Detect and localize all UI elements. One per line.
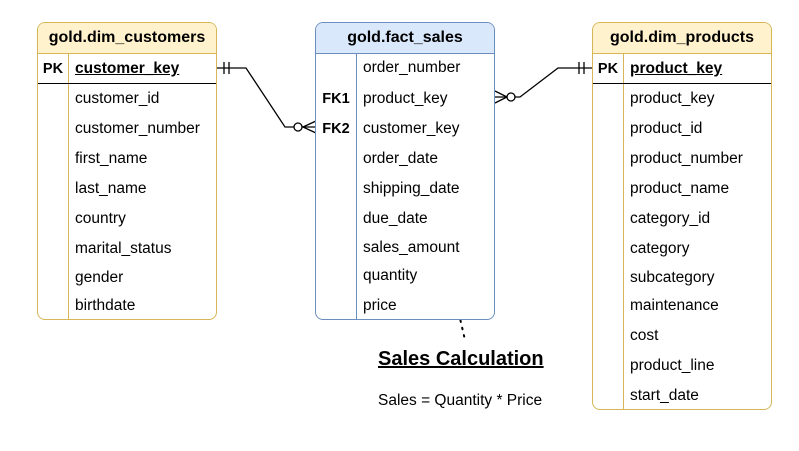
field-name: customer_number	[75, 120, 200, 137]
table-row[interactable]: FK1 product_key	[316, 88, 494, 110]
table-row-pk[interactable]: PK product_key	[593, 58, 771, 80]
field-name: product_key	[630, 60, 723, 77]
table-row[interactable]: order_date	[316, 148, 494, 170]
table-title: gold.fact_sales	[316, 23, 494, 54]
table-row[interactable]: maintenance	[593, 295, 771, 317]
table-dim-customers[interactable]: gold.dim_customers PK customer_key custo…	[37, 22, 217, 320]
table-row[interactable]: shipping_date	[316, 178, 494, 200]
field-name: cost	[630, 327, 659, 344]
field-name: first_name	[75, 150, 148, 167]
field-name: product_number	[630, 150, 743, 167]
field-name: product_id	[630, 120, 703, 137]
table-row[interactable]: country	[38, 208, 216, 230]
field-name: last_name	[75, 180, 147, 197]
field-name: order_number	[363, 59, 461, 76]
table-row[interactable]: price	[316, 295, 494, 317]
table-row[interactable]: category_id	[593, 208, 771, 230]
field-name: product_key	[630, 90, 715, 107]
table-row[interactable]: order_number	[316, 57, 494, 79]
note-title: Sales Calculation	[378, 348, 544, 370]
table-title: gold.dim_customers	[38, 23, 216, 54]
field-name: category	[630, 240, 690, 257]
field-name: category_id	[630, 210, 711, 227]
table-row[interactable]: subcategory	[593, 267, 771, 289]
field-name: gender	[75, 269, 124, 286]
pk-marker: PK	[597, 61, 619, 77]
field-name: maintenance	[630, 297, 719, 314]
table-row[interactable]: customer_id	[38, 88, 216, 110]
relationship-fact-products	[494, 62, 592, 104]
field-name: marital_status	[75, 240, 172, 257]
field-name: start_date	[630, 387, 699, 404]
table-row[interactable]: quantity	[316, 265, 494, 287]
field-name: country	[75, 210, 126, 227]
field-name: product_key	[363, 90, 448, 107]
fk-marker: FK2	[322, 121, 350, 137]
fk-marker: FK1	[322, 91, 350, 107]
pk-separator	[38, 83, 216, 84]
table-row[interactable]: category	[593, 238, 771, 260]
table-row[interactable]: product_number	[593, 148, 771, 170]
table-row[interactable]: last_name	[38, 178, 216, 200]
table-row[interactable]: due_date	[316, 208, 494, 230]
field-name: sales_amount	[363, 239, 460, 256]
field-name: customer_key	[75, 60, 180, 77]
table-row-pk[interactable]: PK customer_key	[38, 58, 216, 80]
field-name: customer_key	[363, 120, 460, 137]
pk-marker: PK	[42, 61, 64, 77]
table-row[interactable]: product_id	[593, 118, 771, 140]
key-column-divider	[38, 54, 69, 319]
table-row[interactable]: marital_status	[38, 238, 216, 260]
table-row[interactable]: FK2 customer_key	[316, 118, 494, 140]
table-row[interactable]: cost	[593, 325, 771, 347]
relationship-customers-fact	[216, 62, 317, 134]
pk-separator	[593, 83, 771, 84]
table-row[interactable]: sales_amount	[316, 237, 494, 259]
table-row[interactable]: product_line	[593, 355, 771, 377]
field-name: due_date	[363, 210, 428, 227]
field-name: price	[363, 297, 397, 314]
table-row[interactable]: start_date	[593, 385, 771, 407]
field-name: customer_id	[75, 90, 160, 107]
field-name: quantity	[363, 267, 418, 284]
field-name: product_line	[630, 357, 715, 374]
field-name: order_date	[363, 150, 438, 167]
note-connector	[446, 261, 466, 341]
note-body: Sales = Quantity * Price	[378, 392, 543, 409]
table-row[interactable]: product_name	[593, 178, 771, 200]
table-row[interactable]: customer_number	[38, 118, 216, 140]
key-column-divider	[593, 54, 624, 409]
key-column-divider	[316, 54, 357, 319]
field-name: birthdate	[75, 297, 136, 314]
table-title: gold.dim_products	[593, 23, 771, 54]
table-row[interactable]: birthdate	[38, 295, 216, 317]
table-row[interactable]: gender	[38, 267, 216, 289]
table-dim-products[interactable]: gold.dim_products PK product_key product…	[592, 22, 772, 410]
table-row[interactable]: product_key	[593, 88, 771, 110]
field-name: product_name	[630, 180, 730, 197]
table-row[interactable]: first_name	[38, 148, 216, 170]
field-name: shipping_date	[363, 180, 460, 197]
field-name: subcategory	[630, 269, 715, 286]
